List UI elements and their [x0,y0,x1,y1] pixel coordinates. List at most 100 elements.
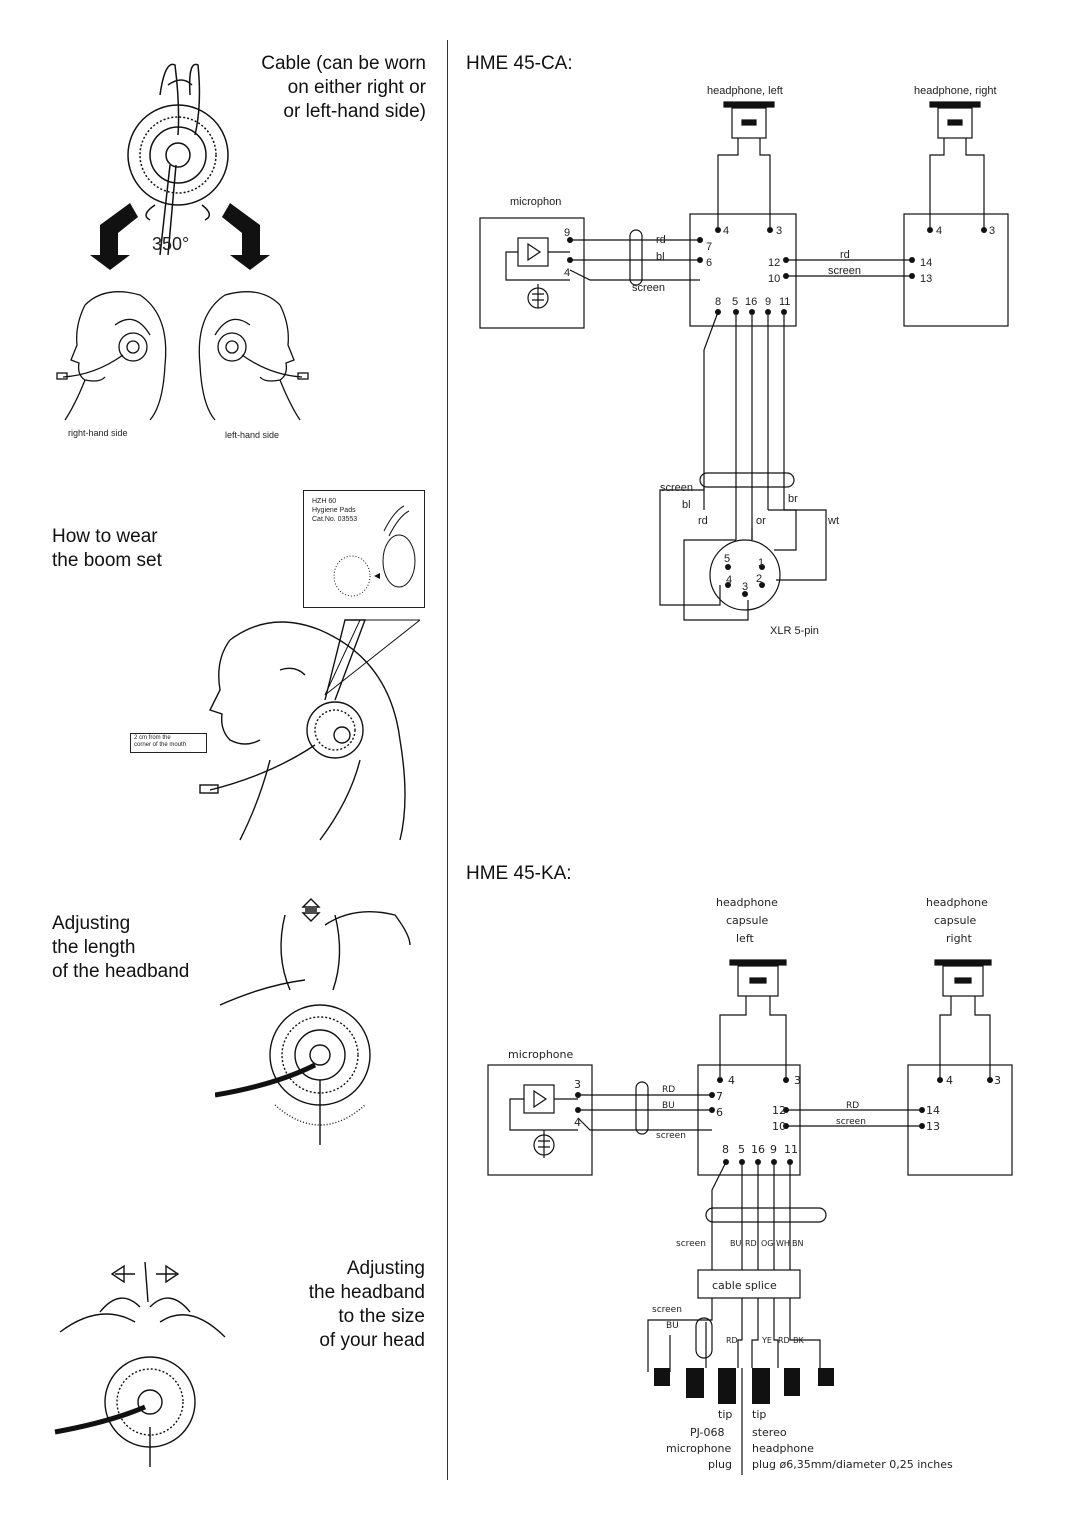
ca-bottom-pin: 11 [779,296,790,308]
ka-bottom-pin: 8 [722,1143,729,1156]
ka-pin: 6 [716,1106,723,1119]
ca-pin: 4 [723,225,729,237]
ca-mic-label: microphon [510,196,561,208]
ca-lower-or: or [756,515,766,527]
pads-box-line: Cat.No. 03553 [312,516,358,523]
head-right-side-illustration [56,291,167,421]
ka-plug-right: headphone [752,1442,814,1455]
rotate-left-arrow-icon [90,203,138,270]
ka-hp-left-label: left [736,932,755,945]
headset-rotation-illustration: 350° [90,63,270,270]
ka-bottom-pin: 9 [770,1143,777,1156]
adjust-size-line: Adjusting [346,1258,425,1279]
ka-tip-left: tip [718,1408,732,1421]
adjust-size-title: Adjusting the headband to the size of yo… [230,1257,425,1353]
adjust-length-line: the length [52,937,136,958]
adjust-length-line: of the headband [52,961,190,982]
ca-bottom-pin: 8 [715,296,721,308]
ca-pin: 4 [936,225,942,237]
ka-cable-label: screen [676,1239,706,1249]
ca-pin: 6 [706,257,712,269]
ka-pin: 12 [772,1104,786,1117]
ka-cable-label: BN [792,1239,803,1248]
ka-bottom-pin: 5 [738,1143,745,1156]
adjust-size-line: the headband [308,1282,425,1303]
how-to-wear-title: How to wear the boom set [52,525,162,573]
ka-pin: 14 [926,1104,940,1117]
ka-wiring-diagram: headphone capsule left headphone capsule… [487,896,1013,1475]
plug-pin-icon [752,1368,770,1404]
ca-wire-label: rd [840,249,850,261]
ca-pin: 3 [776,225,782,237]
ca-pin: 7 [706,241,712,253]
ka-hp-right-label: right [946,932,973,945]
pads-box-line: Hygiene Pads [312,507,356,514]
ca-pin: 12 [768,257,780,269]
ka-cable-label: BU [730,1239,741,1248]
ka-hp-left-label: capsule [726,914,769,927]
ca-xlr-pin: 3 [742,581,748,593]
ka-wire-label: RD [846,1101,859,1111]
hygiene-pads-box: HZH 60 Hygiene Pads Cat.No. 03553 [303,490,425,608]
ka-title: HME 45-KA: [466,863,572,884]
ka-hp-left-label: headphone [716,896,778,909]
mouth-note-line: corner of the mouth [134,742,187,748]
ka-screen-label: screen [836,1117,866,1127]
adjust-length-line: Adjusting [52,913,131,934]
ka-cable-label: WH [776,1239,790,1248]
ca-title: HME 45-CA: [466,53,573,74]
ka-lower-rd: RD [726,1336,738,1345]
plug-pin-icon [654,1368,670,1386]
ca-lower-bl: bl [682,499,691,511]
how-to-wear-line: the boom set [52,550,162,571]
mouth-distance-note: 2 cm from the corner of the mouth [130,733,207,753]
ca-xlr-label: XLR 5-pin [770,625,819,637]
ka-mic-label: microphone [508,1048,573,1061]
ca-pin: 13 [920,273,932,285]
ca-hp-right-label: headphone, right [914,85,997,97]
ka-lower-screen: screen [652,1305,682,1315]
pads-box-text: HZH 60 Hygiene Pads Cat.No. 03553 [312,497,357,524]
ka-wire-label: RD [662,1085,675,1095]
ca-lower-rd: rd [698,515,708,527]
plug-pin-icon [818,1368,834,1386]
ka-plug-right: plug ø6,35mm/diameter 0,25 inches [752,1458,953,1471]
ka-lower-right: RD [778,1336,790,1345]
ca-pin: 14 [920,257,932,269]
ka-lower-right: YE [761,1336,772,1345]
ka-pin: 13 [926,1120,940,1133]
ka-plug-left: PJ-068 [690,1426,724,1439]
cable-title: Cable (can be worn on either right or or… [230,52,426,124]
ka-mic-pin: 3 [574,1078,581,1091]
cable-title-line: or left-hand side) [283,101,426,122]
ka-hp-right-label: headphone [926,896,988,909]
ka-tip-right: tip [752,1408,766,1421]
ka-bottom-pin: 11 [784,1143,798,1156]
ka-pin: 7 [716,1090,723,1103]
ca-xlr-pin: 4 [726,574,732,586]
ka-plug-left: microphone [666,1442,731,1455]
ca-xlr-pin: 1 [758,557,764,569]
ca-wiring-diagram: headphone, left headphone, right microph… [479,85,1009,637]
pads-box-line: HZH 60 [312,498,337,505]
mouth-note-line: 2 cm from the [134,735,171,741]
ca-screen-label: screen [828,265,861,277]
ca-xlr-pin: 5 [724,553,730,565]
adjust-length-illustration [215,898,411,1145]
ca-lower-wt: wt [827,515,839,527]
cable-title-line: on either right or [287,77,426,98]
adjust-headband-illustration [54,1262,226,1467]
ca-screen-label: screen [632,282,665,294]
boom-set-head-illustration [199,619,420,841]
ka-cable-label: RD [745,1239,757,1248]
ka-wire-label: BU [662,1101,675,1111]
ka-bottom-pin: 16 [751,1143,765,1156]
plug-pin-icon [718,1368,736,1404]
ca-bottom-pin: 9 [765,296,771,308]
ka-lower-right: BK [793,1336,804,1345]
ka-screen-label: screen [656,1131,686,1141]
rotation-label: 350° [152,234,189,254]
ca-pin: 10 [768,273,780,285]
ka-pin: 3 [794,1074,801,1087]
how-to-wear-line: How to wear [52,526,158,547]
